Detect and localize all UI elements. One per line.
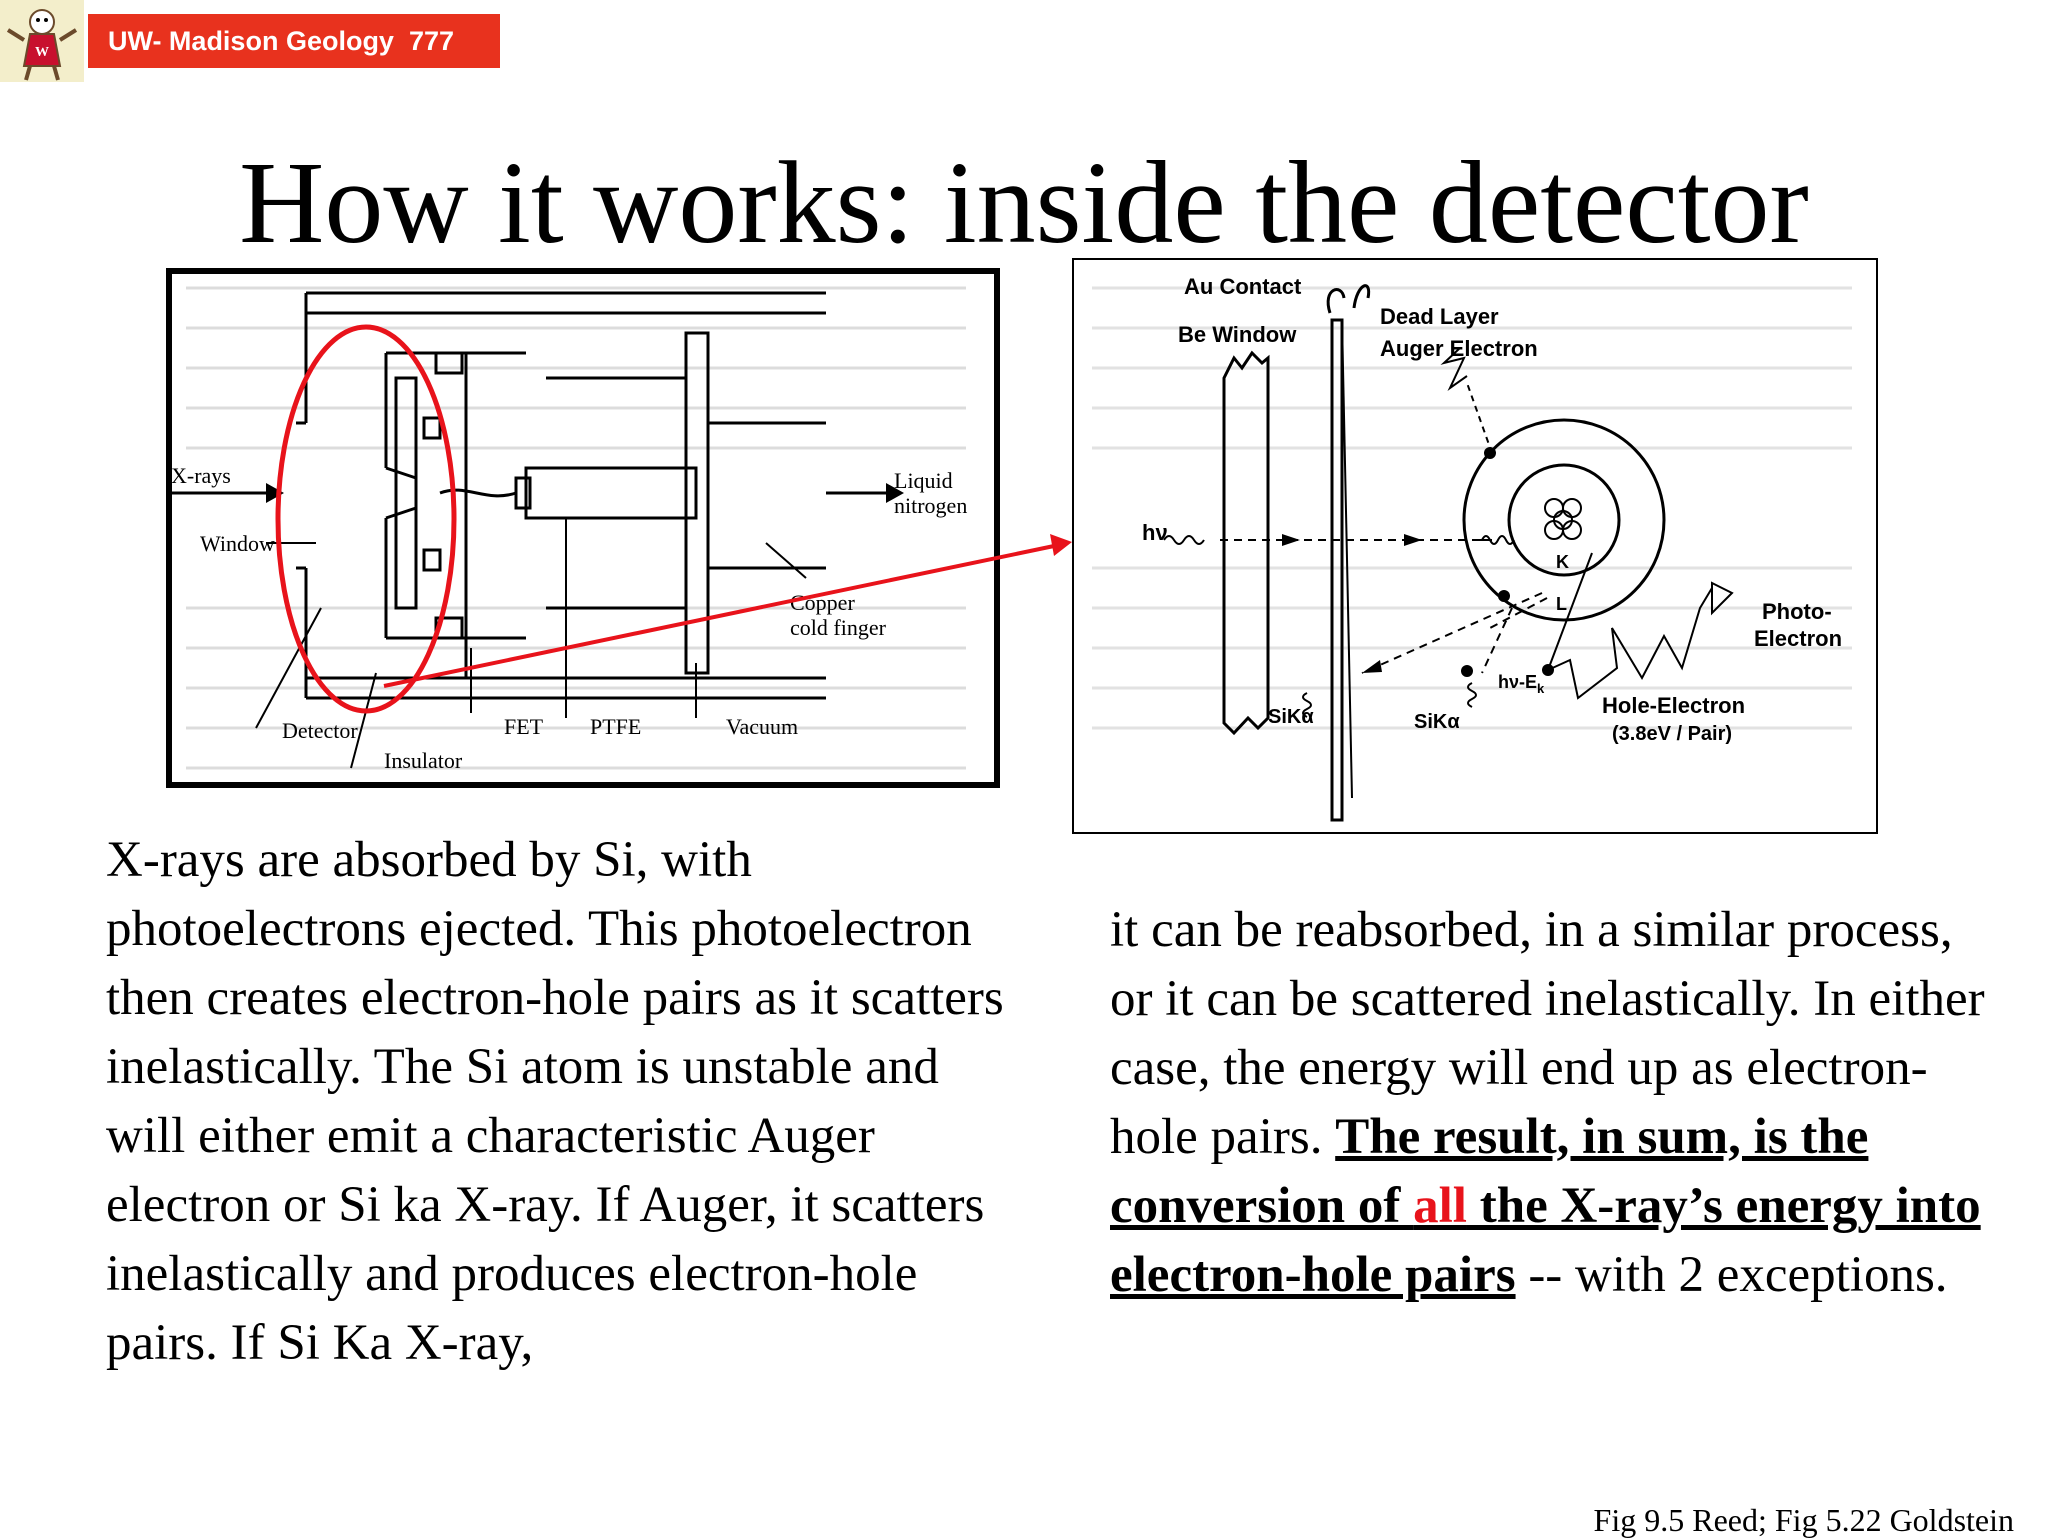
logo: W xyxy=(0,0,84,82)
label-pair-energy: (3.8eV / Pair) xyxy=(1612,723,1732,745)
label-au-contact: Au Contact xyxy=(1184,274,1302,299)
emphasis-all: all xyxy=(1413,1178,1467,1234)
label-xrays: X-rays xyxy=(171,463,231,488)
label-ptfe: PTFE xyxy=(590,714,641,739)
svg-text:W: W xyxy=(35,45,49,60)
page-title: How it works: inside the detector xyxy=(239,137,1809,268)
label-photo-electron: Electron xyxy=(1754,626,1842,651)
detector-schematic-figure: X-rays Window Liquid nitrogen Copper col… xyxy=(166,268,1000,788)
emphasis-result: The result, in sum, is the conversion of… xyxy=(1110,1109,1981,1303)
body-text-right-intro: it can be reabsorbed, in a similar proce… xyxy=(1110,902,1985,1165)
label-cold-finger: cold finger xyxy=(790,615,887,640)
label-fet: FET xyxy=(504,714,544,739)
label-vacuum: Vacuum xyxy=(726,714,798,739)
body-text-right-outro: -- with 2 exceptions. xyxy=(1515,1247,1948,1303)
label-nitrogen: nitrogen xyxy=(894,493,967,518)
body-text-left: X-rays are absorbed by Si, with photoele… xyxy=(106,832,1004,1371)
label-sika-1: SiKα xyxy=(1268,706,1314,728)
label-k-shell: K xyxy=(1556,552,1569,572)
callout-arrow-line xyxy=(383,544,1055,688)
figure-caption: Fig 9.5 Reed; Fig 5.22 Goldstein xyxy=(1593,1502,2014,1538)
label-l-shell: L xyxy=(1556,594,1567,614)
label-photo: Photo- xyxy=(1762,599,1832,624)
label-hole-electron: Hole-Electron xyxy=(1602,693,1745,718)
label-be-window: Be Window xyxy=(1178,322,1297,347)
badger-mascot-icon: W xyxy=(6,9,78,81)
label-sika-2: SiKα xyxy=(1414,711,1460,733)
label-hv: hν xyxy=(1142,520,1168,545)
photon-interaction-figure: Au Contact Be Window Dead Layer Auger El… xyxy=(1072,258,1878,834)
label-hv-ek: hν-Ek xyxy=(1498,672,1545,696)
callout-arrowhead xyxy=(1050,534,1072,556)
label-detector: Detector xyxy=(282,718,358,743)
body-text-right: it can be reabsorbed, in a similar proce… xyxy=(1110,896,1990,1310)
label-dead-layer: Dead Layer xyxy=(1380,304,1499,329)
label-window: Window xyxy=(200,531,275,556)
highlight-ellipse xyxy=(275,324,457,714)
label-insulator: Insulator xyxy=(384,748,463,773)
label-auger-electron: Auger Electron xyxy=(1380,336,1538,361)
label-liquid: Liquid xyxy=(894,468,953,493)
course-badge: UW- Madison Geology 777 xyxy=(88,14,500,68)
